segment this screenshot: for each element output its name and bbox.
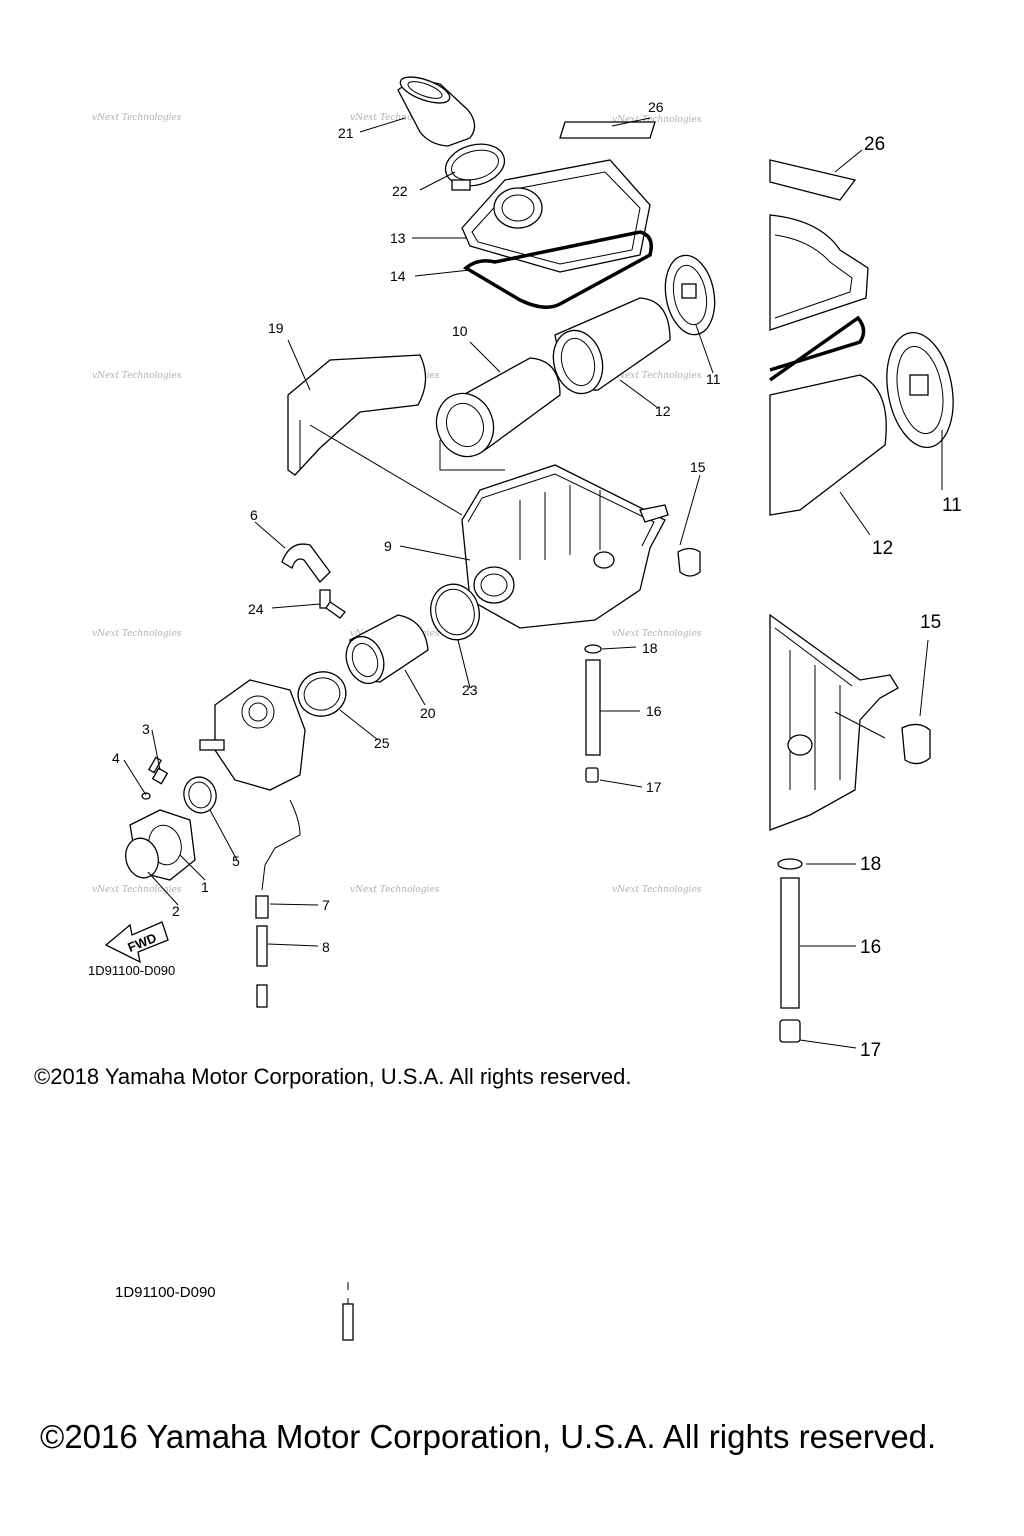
watermark-text: vNext Technologies [92,885,182,895]
callout-15: 15 [690,459,706,475]
detail-callout-12: 12 [872,538,893,559]
callout-22: 22 [392,183,408,199]
callout-18: 18 [642,640,658,656]
callout-12: 12 [655,403,671,419]
callout-14: 14 [390,268,406,284]
part-10-element [435,357,561,471]
part-2-o-ring [125,837,159,879]
watermark-text: vNext Technologies [350,113,440,123]
part-4-washer [141,792,151,800]
detail-callout-18: 18 [860,854,881,875]
part-14-gasket [462,230,653,309]
hose-fragment [342,1282,354,1341]
watermark-text: vNext Technologies [92,113,182,123]
watermark-text: vNext Technologies [612,885,702,895]
callout-25: 25 [374,735,390,751]
detail-zoom-bottom [769,613,931,1049]
watermark-text: vNext Technologies [612,371,702,381]
diagram-code-2: 1D91100-D090 [115,1284,216,1301]
callout-7: 7 [322,897,330,913]
callout-26: 26 [648,99,664,115]
part-13-case-cover [461,159,651,273]
part-19-guard [287,354,427,476]
callout-1: 1 [201,879,209,895]
detail-callout-11: 11 [942,495,962,516]
callout-5: 5 [232,853,240,869]
part-22-clamp [444,143,506,191]
callout-10: 10 [452,323,468,339]
carburetor [199,679,306,891]
callout-9: 9 [384,538,392,554]
callout-19: 19 [268,320,284,336]
diagram-code: 1D91100-D090 [88,963,175,978]
part-5-clamp [183,776,217,814]
part-8-hose [256,925,268,1008]
callout-3: 3 [142,721,150,737]
part-15-clip [677,547,701,577]
copyright-2018: ©2018 Yamaha Motor Corporation, U.S.A. A… [34,1064,632,1089]
watermark-text: vNext Technologies [612,115,702,125]
detail-callout-16: 16 [860,937,881,958]
part-25-clamp [297,671,347,717]
part-20-joint [345,614,429,685]
part-23-clamp [430,583,480,641]
part-11-end-cap [664,254,716,336]
detail-zoom-top [768,149,954,536]
detail-callout-labels: 26 11 12 15 18 16 17 [860,134,962,1061]
part-9-filter-case [461,464,669,629]
part-26-label [559,121,656,139]
fwd-arrow-icon: FWD [104,921,169,964]
leader-lines [123,117,714,947]
callout-13: 13 [390,230,406,246]
callout-labels: 21 26 22 13 14 19 10 11 12 15 6 9 24 18 … [112,99,721,955]
detail-callout-26: 26 [864,134,885,155]
part-17-plug [585,767,599,783]
watermark-text: vNext Technologies [92,629,182,639]
callout-23: 23 [462,682,478,698]
part-7-fitting [255,895,269,919]
watermark-text: vNext Technologies [612,629,702,639]
part-18-clip [584,644,602,654]
callout-4: 4 [112,750,120,766]
part-12-element-cover [552,297,671,395]
watermark-text: vNext Technologies [350,885,440,895]
callout-17: 17 [646,779,662,795]
part-24-fitting [319,589,346,619]
callout-2: 2 [172,903,180,919]
part-21-intake-duct [397,76,476,147]
callout-8: 8 [322,939,330,955]
detail-callout-17: 17 [860,1040,881,1061]
callout-24: 24 [248,601,264,617]
callout-6: 6 [250,507,258,523]
part-6-hose [281,543,331,583]
callout-21: 21 [338,125,354,141]
callout-11: 11 [706,371,721,387]
callout-20: 20 [420,705,436,721]
part-16-drain-hose [585,659,601,756]
copyright-2016: ©2016 Yamaha Motor Corporation, U.S.A. A… [40,1418,937,1455]
detail-callout-15: 15 [920,612,941,633]
callout-16: 16 [646,703,662,719]
watermark-text: vNext Technologies [92,371,182,381]
